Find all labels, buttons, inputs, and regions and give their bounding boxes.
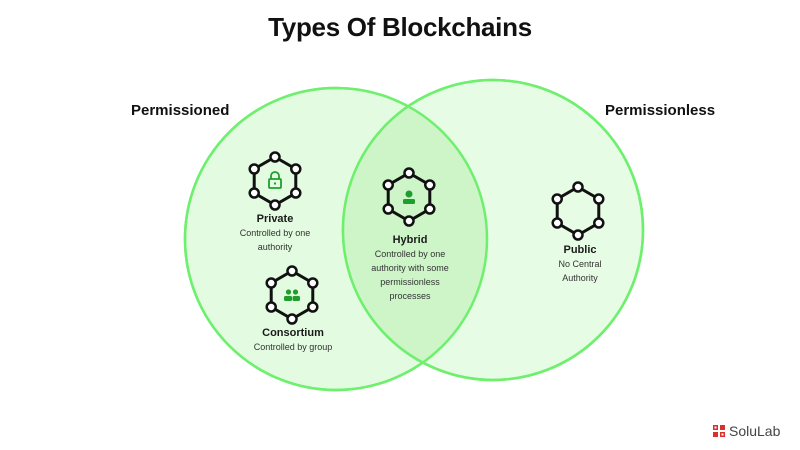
hexagon-node bbox=[286, 265, 298, 277]
permissionless-label: Permissionless bbox=[605, 102, 716, 119]
hexagon-node bbox=[290, 187, 302, 199]
node-desc-line: Controlled by one bbox=[239, 228, 311, 238]
node-desc-line: Controlled by one bbox=[374, 249, 446, 259]
node-hybrid: Hybrid Controlled by one authority with … bbox=[350, 234, 470, 302]
hexagon-node bbox=[269, 199, 281, 211]
lock-icon bbox=[268, 171, 282, 189]
hexagon-node bbox=[382, 203, 394, 215]
hexagon-node bbox=[286, 313, 298, 325]
node-desc-line: authority bbox=[257, 242, 293, 252]
hexagon-node bbox=[551, 217, 563, 229]
logo-text: SoluLab bbox=[729, 423, 781, 439]
hexagon-network-icon bbox=[248, 151, 302, 211]
hexagon-node bbox=[593, 193, 605, 205]
node-name: Hybrid bbox=[392, 234, 428, 246]
node-name: Private bbox=[256, 213, 294, 225]
permissioned-label: Permissioned bbox=[131, 102, 230, 119]
node-name: Consortium bbox=[262, 327, 324, 339]
hexagon-node bbox=[265, 301, 277, 313]
node-private: Private Controlled by one authority bbox=[215, 213, 335, 253]
hexagon-network-icon bbox=[551, 181, 605, 241]
node-public: Public No Central Authority bbox=[520, 244, 640, 284]
page-title: Types Of Blockchains bbox=[268, 12, 532, 42]
hexagon-node bbox=[572, 181, 584, 193]
hexagon-node bbox=[307, 301, 319, 313]
hexagon-node bbox=[269, 151, 281, 163]
node-name: Public bbox=[563, 244, 597, 256]
hexagon-node bbox=[403, 215, 415, 227]
hexagon-node bbox=[551, 193, 563, 205]
node-consortium: Consortium Controlled by group bbox=[233, 327, 353, 353]
node-desc-line: authority with some bbox=[371, 263, 449, 273]
hexagon-node bbox=[424, 179, 436, 191]
hexagon-node bbox=[403, 167, 415, 179]
node-desc-line: permissionless bbox=[380, 277, 440, 287]
hexagon-node bbox=[307, 277, 319, 289]
hexagon-node bbox=[265, 277, 277, 289]
hexagon-node bbox=[248, 187, 260, 199]
hexagon-node bbox=[382, 179, 394, 191]
node-desc-line: Controlled by group bbox=[253, 342, 333, 352]
hexagon-node bbox=[593, 217, 605, 229]
solulab-logo-icon bbox=[713, 425, 725, 437]
hexagon-node bbox=[290, 163, 302, 175]
node-desc-line: No Central bbox=[558, 259, 602, 269]
solulab-logo: SoluLab bbox=[713, 423, 780, 439]
hexagon-node bbox=[424, 203, 436, 215]
user-icon bbox=[403, 190, 415, 204]
overlap-region bbox=[343, 88, 487, 380]
hexagon-node bbox=[572, 229, 584, 241]
hexagon-network-icon bbox=[382, 167, 436, 227]
node-desc-line: Authority bbox=[562, 273, 598, 283]
hexagon-network-icon bbox=[265, 265, 319, 325]
hexagon-node bbox=[248, 163, 260, 175]
node-desc-line: processes bbox=[389, 291, 431, 301]
group-icon bbox=[284, 289, 300, 301]
